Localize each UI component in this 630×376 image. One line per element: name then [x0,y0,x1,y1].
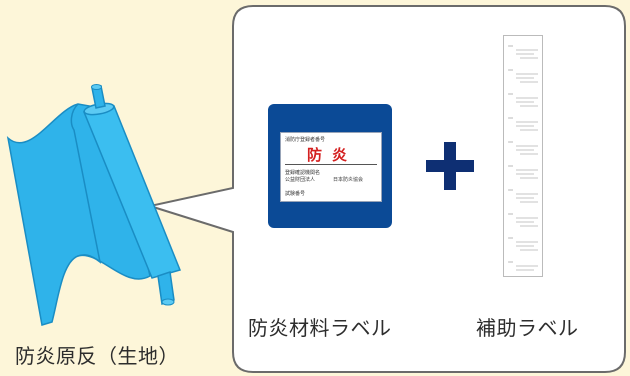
fire-label-card: 消防庁登録者番号 防炎 登録確認機関名 公益財団法人 日本防炎協会 試験番号 [268,104,392,228]
fire-mark-text: 防炎 [307,146,358,164]
association-name-text: 日本防炎協会 [333,177,364,183]
aux-print-block [508,45,538,59]
certifier-heading-text: 登録確認機関名 [285,170,321,176]
aux-label-caption: 補助ラベル [476,316,579,340]
aux-print-block [508,141,538,155]
test-number-text: 試験番号 [285,191,306,197]
fire-label-white-panel: 消防庁登録者番号 防炎 登録確認機関名 公益財団法人 日本防炎協会 試験番号 [280,132,382,202]
auxiliary-label-strip [503,35,543,277]
fire-label-caption: 防炎材料ラベル [248,316,392,340]
aux-print-block [508,261,538,271]
aux-print-block [508,93,538,107]
rod-bottom [157,271,175,305]
aux-strip-print-svg [508,45,538,271]
plus-icon [426,142,474,190]
fabric-fold [70,103,102,264]
aux-print-block [508,189,538,203]
aux-print-block [508,117,538,131]
rod-bottom-cap [161,298,175,306]
registrant-number-text: 消防庁登録者番号 [285,137,326,143]
aux-print-block [508,237,538,251]
label-divider [285,164,377,165]
plus-vertical-bar [444,142,456,190]
aux-print-block [508,69,538,83]
aux-print-block [508,213,538,227]
foundation-text: 公益財団法人 [285,177,316,183]
rod-top-cap [91,84,102,90]
fabric-roll-illustration [6,84,182,326]
aux-print-block [508,165,538,179]
raw-fabric-caption: 防炎原反（生地） [15,344,179,368]
